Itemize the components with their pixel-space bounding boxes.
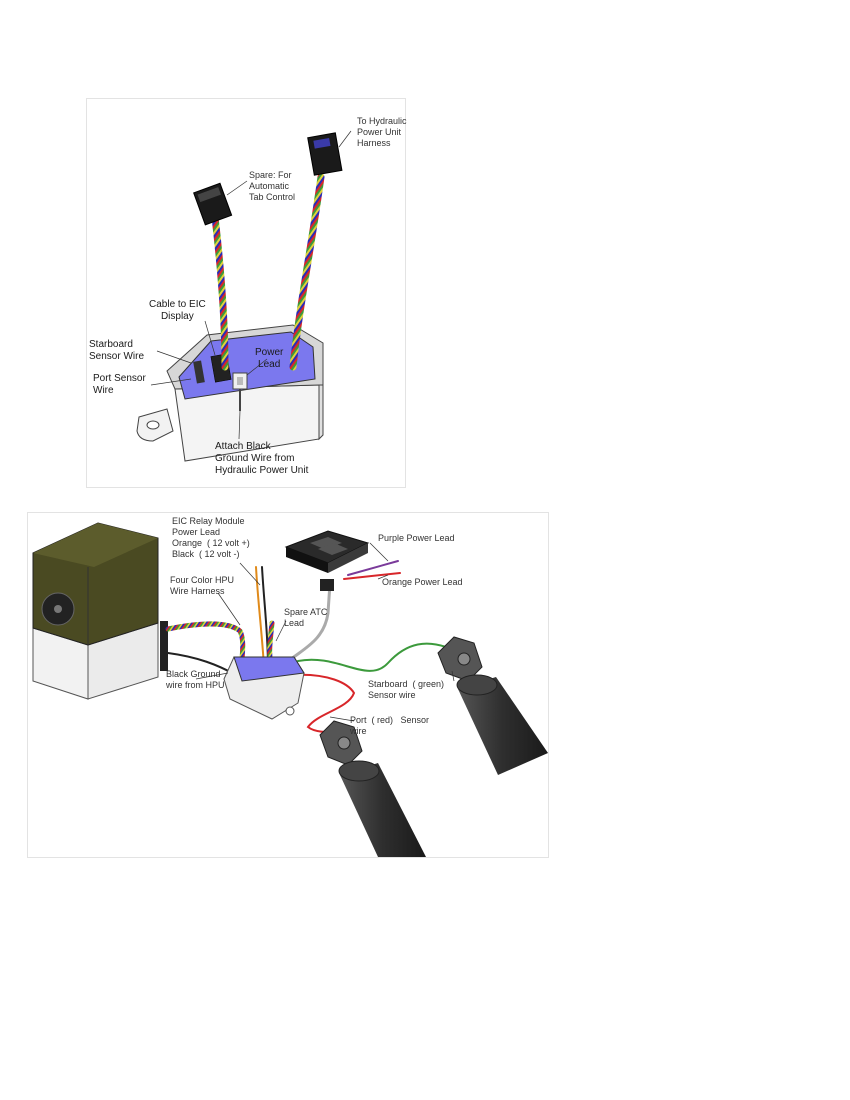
hydraulic-power-unit (32, 522, 159, 700)
relay-module-drawing (136, 130, 352, 462)
power-lead-label: Power Lead (255, 347, 284, 370)
leader-lines (150, 130, 352, 440)
bottom-relay-module (223, 656, 305, 720)
harness-clamp (160, 621, 168, 671)
purple-power-lead-label: Purple Power Lead (378, 533, 455, 543)
black-ground-wire-label: Black Ground wire from HPU (166, 669, 225, 690)
spare-tab-control-label: Spare: For Automatic Tab Control (249, 170, 296, 202)
orange-power-lead-label: Orange Power Lead (382, 577, 463, 587)
purple-power-lead (347, 560, 399, 576)
system-wiring-drawing (32, 522, 548, 857)
port-sensor-wire-label: Port ( red) Sensor wire (350, 715, 430, 736)
eic-relay-power-lead-label: EIC Relay Module Power Lead Orange ( 12 … (172, 516, 250, 559)
starboard-trim-actuator (437, 636, 548, 775)
hydraulic-plug (307, 132, 343, 176)
hpu-wire-harness-label: Four Color HPU Wire Harness (170, 575, 235, 596)
relay-module-diagram: To Hydraulic Power Unit Harness Spare: F… (86, 98, 407, 488)
mounting-tab (136, 408, 174, 442)
eic-display-cable-label: Cable to EIC Display (149, 299, 206, 322)
starboard-sensor-wire-label: Starboard Sensor Wire (89, 339, 145, 362)
bottom-leader-lines (195, 542, 455, 722)
orange-power-lead (255, 566, 265, 668)
starboard-green-wire (297, 642, 447, 672)
sensor-connector (193, 360, 205, 384)
tab-control-switch (284, 530, 370, 591)
starboard-sensor-wire-label: Starboard ( green) Sensor wire (368, 679, 445, 700)
spare-atc-lead-label: Spare ATC Lead (284, 607, 328, 628)
spare-plug (193, 182, 233, 226)
wires (165, 560, 447, 734)
hydraulic-cable (289, 173, 325, 371)
spare-cable (211, 213, 229, 371)
port-sensor-wire-label: Port Sensor Wire (93, 373, 146, 396)
port-trim-actuator (319, 720, 426, 857)
system-wiring-diagram: EIC Relay Module Power Lead Orange ( 12 … (27, 512, 549, 858)
hydraulic-harness-label: To Hydraulic Power Unit Harness (357, 116, 407, 148)
power-lead-connector (232, 372, 248, 411)
red-power-lead (343, 572, 401, 580)
ground-wire-label: Attach Black Ground Wire from Hydraulic … (215, 441, 309, 476)
